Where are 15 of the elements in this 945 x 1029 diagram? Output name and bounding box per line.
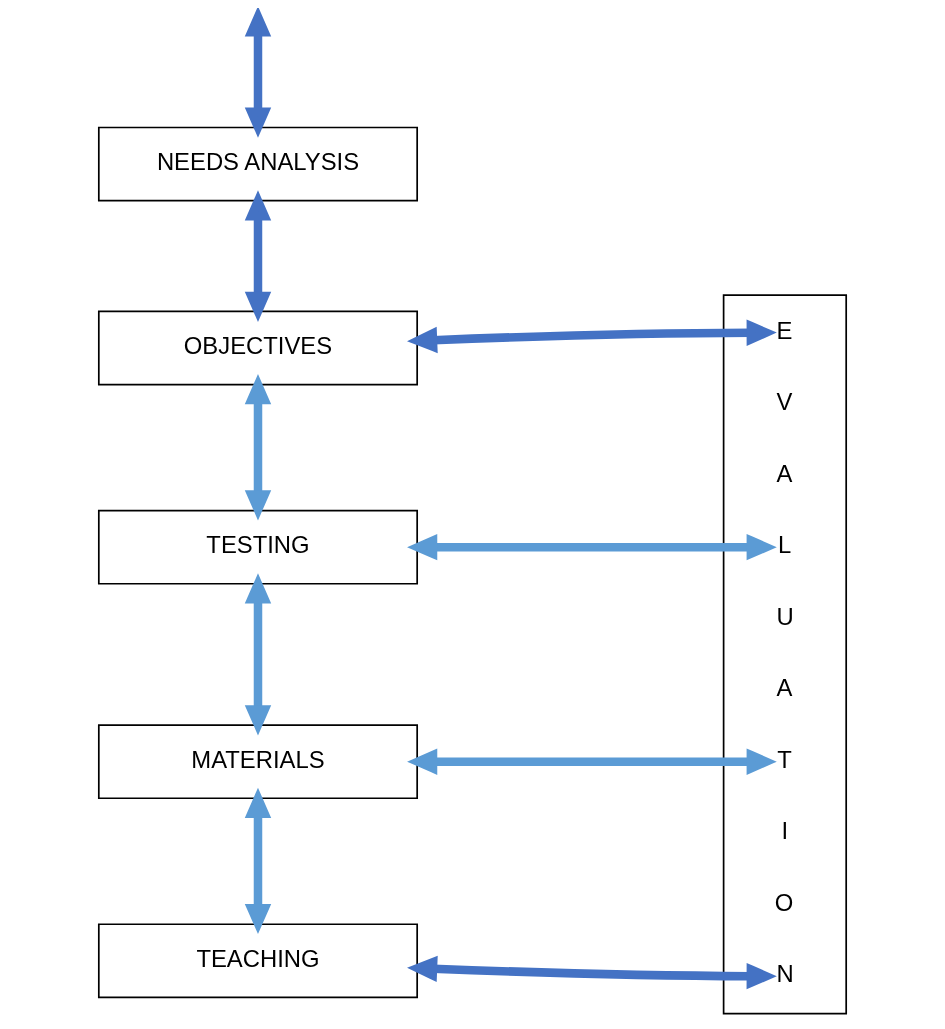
arrow [244,374,272,521]
arrow [407,955,777,990]
node-box: OBJECTIVES [97,310,419,386]
arrow [244,787,272,935]
arrow [244,8,272,138]
node-box: TEACHING [97,923,419,999]
arrow [244,190,272,322]
arrow [244,573,272,736]
node-box: NEEDS ANALYSIS [97,126,419,202]
arrow [407,319,777,354]
node-box: TESTING [97,509,419,585]
arrow [407,533,777,561]
node-box: MATERIALS [97,724,419,800]
node-box: E V A L U A T I O N [722,294,848,1015]
arrow [407,748,777,775]
